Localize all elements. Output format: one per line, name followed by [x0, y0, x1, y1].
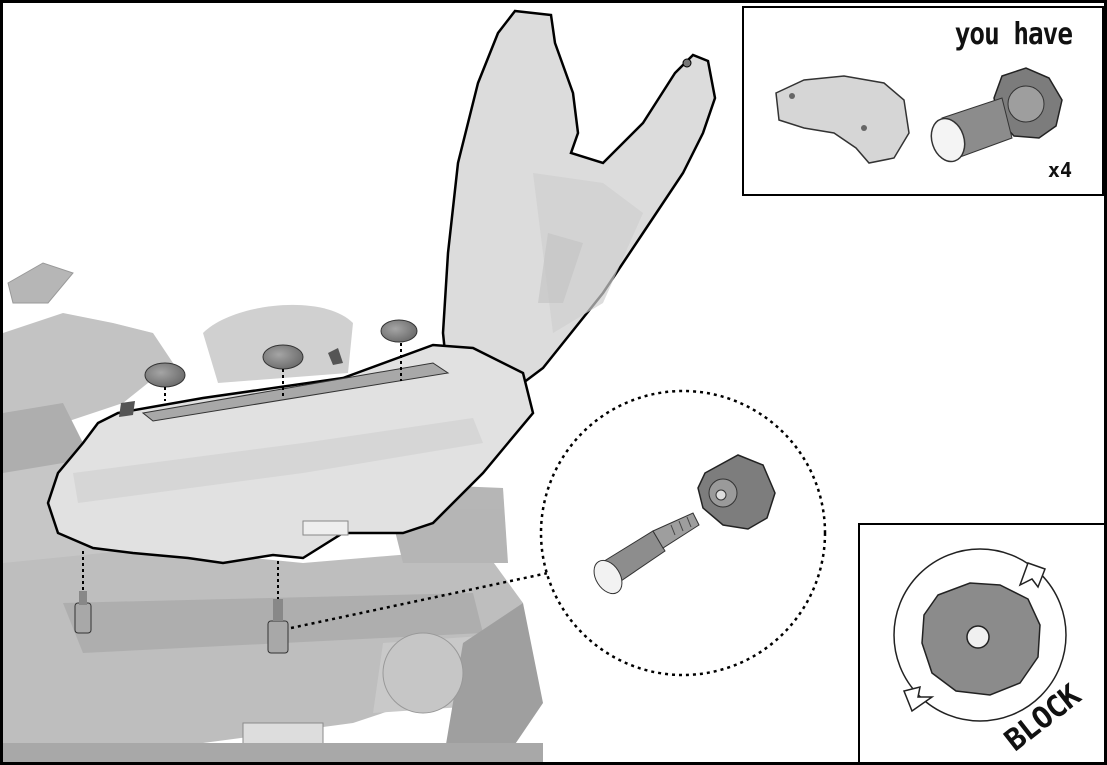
stud-1 [74, 551, 92, 634]
parts-inset-title: you have [954, 17, 1073, 53]
rotate-arrow-icon [1018, 562, 1046, 589]
parts-illustration [775, 67, 1063, 164]
detail-leader-line [290, 571, 549, 630]
main-illustration [3, 9, 827, 762]
parts-inset: you have x4 [742, 6, 1104, 196]
knob-2 [262, 344, 304, 399]
stud-2 [267, 561, 289, 654]
detail-circle [539, 389, 827, 677]
parts-quantity: x4 [1047, 158, 1072, 182]
knob-top-view [893, 548, 1067, 722]
knob-3 [380, 319, 418, 381]
rotate-arrow-icon [902, 685, 935, 713]
knob-1 [144, 362, 186, 401]
lock-inset: BLOCK [858, 523, 1104, 762]
